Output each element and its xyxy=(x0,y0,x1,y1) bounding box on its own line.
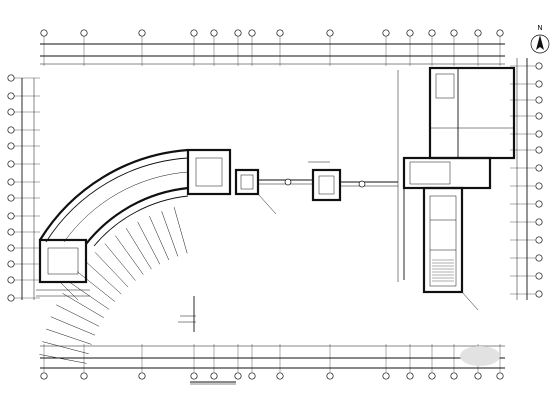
axis-bubble xyxy=(535,254,543,262)
axis-bubble xyxy=(210,372,218,380)
corridor-rib xyxy=(94,252,129,288)
axis-bubble xyxy=(535,146,543,154)
axis-bubble xyxy=(535,182,543,190)
north-room-block xyxy=(186,148,232,196)
axis-bubble xyxy=(7,244,15,252)
corridor-rib xyxy=(161,211,179,257)
corridor-rib xyxy=(173,207,188,254)
axis-bubble xyxy=(535,164,543,172)
axis-bubble xyxy=(7,260,15,268)
axis-bubble xyxy=(7,126,15,134)
axis-bubble xyxy=(80,372,88,380)
corridor-rib xyxy=(104,243,136,281)
axis-bubble xyxy=(535,200,543,208)
corridor-rib xyxy=(125,228,152,270)
axis-bubble xyxy=(7,142,15,150)
axis-bubble xyxy=(7,92,15,100)
corridor-rib xyxy=(115,235,144,275)
axis-bubble xyxy=(7,228,15,236)
axis-bubble xyxy=(80,29,88,37)
corridor-rib xyxy=(46,328,92,345)
axis-bubble xyxy=(40,29,48,37)
axis-bubble xyxy=(190,372,198,380)
axis-bubble xyxy=(535,272,543,280)
axis-bubble xyxy=(276,29,284,37)
top-axis-bubbles xyxy=(40,29,504,66)
axis-bubble xyxy=(326,372,334,380)
axis-bubble xyxy=(382,372,390,380)
axis-bubble xyxy=(7,276,15,284)
axis-bubble xyxy=(326,29,334,37)
bottom-axis-bubbles xyxy=(40,344,504,380)
south-west-room xyxy=(36,238,90,297)
drawing-title-mark xyxy=(190,381,236,385)
corridor-rib xyxy=(85,261,122,295)
axis-bubble xyxy=(535,130,543,138)
axis-bubble xyxy=(7,178,15,186)
axis-bubble xyxy=(406,29,414,37)
axis-bubble xyxy=(248,29,256,37)
axis-bubble xyxy=(7,160,15,168)
curved-corridor-wing xyxy=(39,148,189,364)
shadow-mark xyxy=(460,346,500,366)
axis-bubble xyxy=(450,372,458,380)
small-pavilion-west xyxy=(234,168,260,196)
axis-bubble xyxy=(496,372,504,380)
axis-bubble xyxy=(210,29,218,37)
axis-bubble xyxy=(40,372,48,380)
leader-lines xyxy=(59,281,479,317)
north-letter: N xyxy=(537,24,542,32)
axis-bubble xyxy=(138,29,146,37)
left-dimension-lines xyxy=(21,78,35,300)
axis-bubble xyxy=(234,29,242,37)
axis-bubble xyxy=(535,62,543,70)
axis-bubble xyxy=(535,80,543,88)
axis-bubble xyxy=(276,372,284,380)
top-dimension-lines xyxy=(40,43,505,65)
axis-bubble xyxy=(248,372,256,380)
corridor-rib xyxy=(56,304,100,327)
right-dimension-lines xyxy=(516,58,528,300)
axis-bubble xyxy=(535,112,543,120)
corridor-rib xyxy=(42,341,89,355)
small-pavilion-east xyxy=(308,161,342,202)
corridor-rib xyxy=(39,354,87,364)
corridor-rib xyxy=(149,215,170,261)
axis-bubble xyxy=(234,372,242,380)
corridor-rib xyxy=(137,221,161,265)
corridor-rib xyxy=(77,271,116,302)
corridor-rib xyxy=(62,293,104,318)
axis-bubble xyxy=(7,74,15,82)
axis-bubble xyxy=(450,29,458,37)
axis-bubble xyxy=(428,372,436,380)
axis-bubble xyxy=(535,236,543,244)
axis-bubble xyxy=(474,29,482,37)
axis-bubble xyxy=(535,290,543,298)
axis-bubble xyxy=(190,29,198,37)
axis-bubble xyxy=(474,372,482,380)
axis-bubble xyxy=(496,29,504,37)
east-main-building xyxy=(397,66,516,294)
corridor-rib xyxy=(50,316,96,336)
axis-bubble xyxy=(7,294,15,302)
section-mark xyxy=(178,296,196,332)
axis-bubble xyxy=(428,29,436,37)
axis-bubble xyxy=(382,29,390,37)
axis-bubble xyxy=(7,194,15,202)
bottom-dimension-lines xyxy=(40,345,505,369)
axis-bubble xyxy=(406,372,414,380)
north-arrow-icon: N xyxy=(530,24,550,54)
axis-bubble xyxy=(138,372,146,380)
axis-bubble xyxy=(7,212,15,220)
axis-bubble xyxy=(535,96,543,104)
left-axis-bubbles xyxy=(7,74,40,302)
right-axis-bubbles xyxy=(510,62,543,298)
axis-bubble xyxy=(7,108,15,116)
axis-bubble xyxy=(535,218,543,226)
covered-walkway xyxy=(257,178,398,215)
